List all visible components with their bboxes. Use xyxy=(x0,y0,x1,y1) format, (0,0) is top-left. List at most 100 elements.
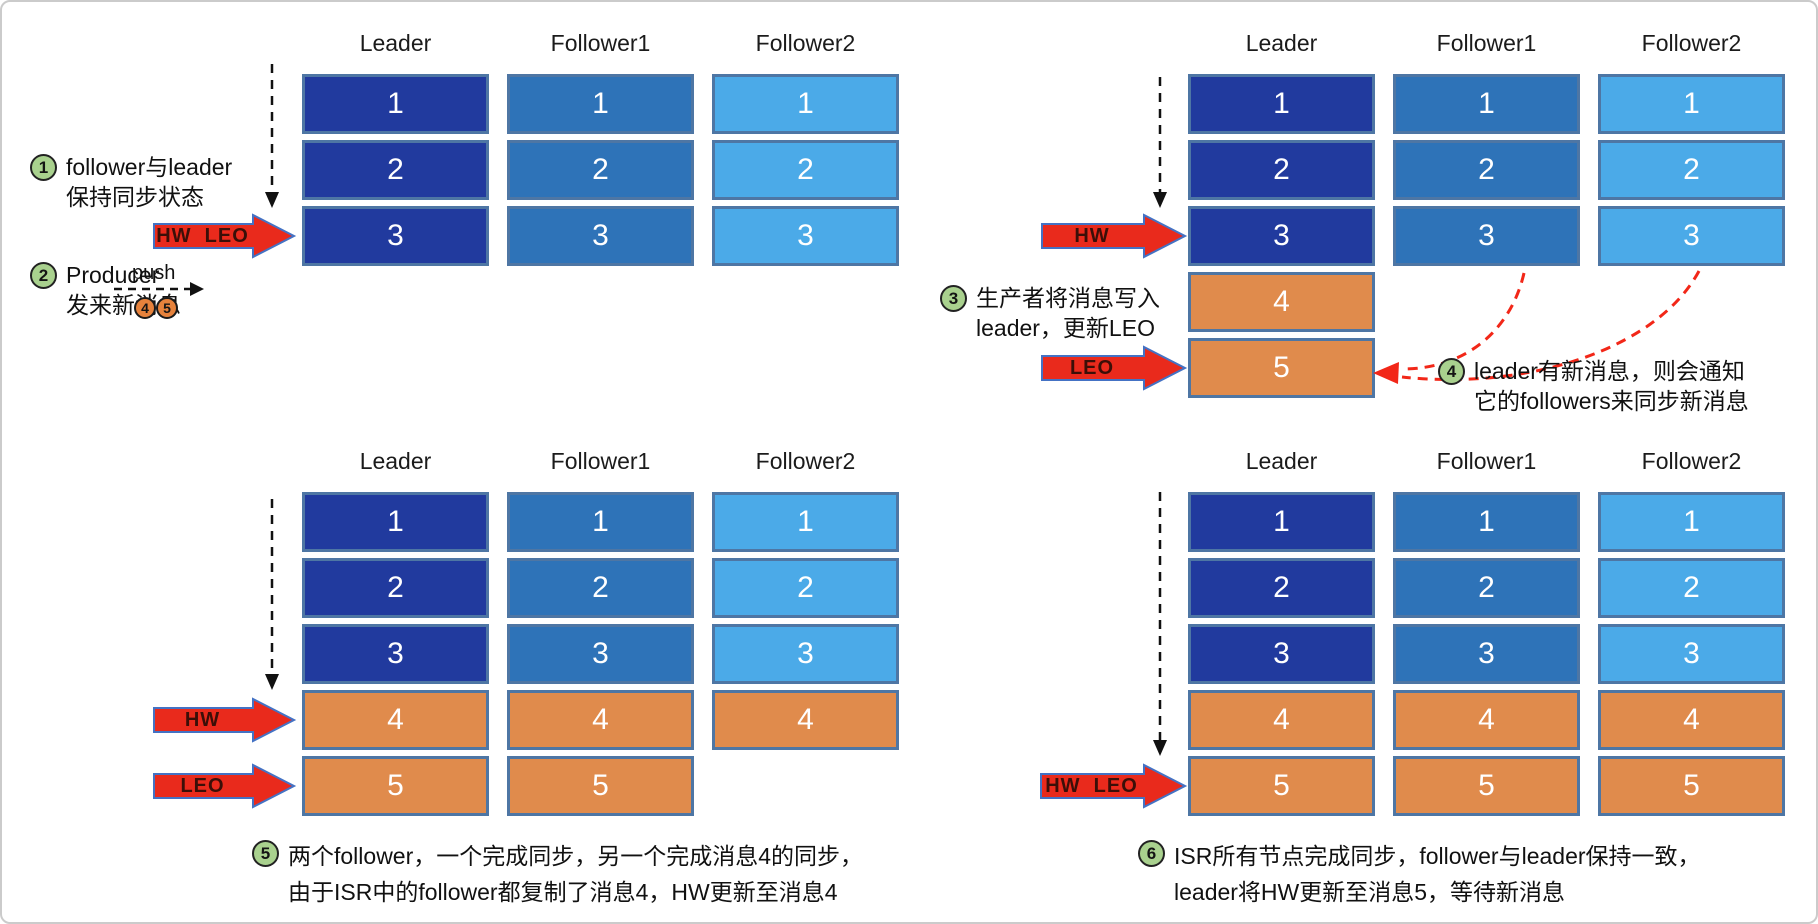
note-line: 两个follower，一个完成同步，另一个完成消息4的同步， xyxy=(288,843,864,869)
step-badge-3: 3 xyxy=(940,285,967,312)
column-header-leader-step-1-2: Leader xyxy=(359,30,432,56)
log-block-step-5-leader-1: 1 xyxy=(302,492,489,552)
log-block-step-6-follower1-4: 4 xyxy=(1393,690,1580,750)
log-block-step-1-2-follower1-1: 1 xyxy=(507,74,694,134)
log-block-step-6-follower1-1: 1 xyxy=(1393,492,1580,552)
hw-leo-pointer-q1: HW LEO xyxy=(152,213,297,259)
red-arrow-shape xyxy=(153,697,297,743)
log-block-step-5-follower2-3: 3 xyxy=(712,624,899,684)
log-block-step-1-2-leader-1: 1 xyxy=(302,74,489,134)
log-block-step-6-leader-5: 5 xyxy=(1188,756,1375,816)
step-badge-5: 5 xyxy=(252,840,279,867)
log-block-step-6-follower2-5: 5 xyxy=(1598,756,1785,816)
note-line: 由于ISR中的follower都复制了消息4，HW更新至消息4 xyxy=(288,879,838,905)
hw-pointer-q3: HW xyxy=(152,697,297,743)
red-arrow-shape xyxy=(1041,213,1188,259)
log-block-step-3-4-leader-4: 4 xyxy=(1188,272,1375,332)
message-badge-5: 5 xyxy=(156,297,178,319)
log-block-step-6-follower1-5: 5 xyxy=(1393,756,1580,816)
log-block-step-6-leader-1: 1 xyxy=(1188,492,1375,552)
log-block-step-5-leader-4: 4 xyxy=(302,690,489,750)
red-arrow-shape xyxy=(1040,763,1188,809)
fetch-curve-arrowhead xyxy=(1373,362,1399,384)
note-line: 生产者将消息写入 xyxy=(976,285,1160,311)
log-block-step-6-leader-3: 3 xyxy=(1188,624,1375,684)
note-line: follower与leader xyxy=(66,154,233,180)
log-block-step-3-4-follower2-3: 3 xyxy=(1598,206,1785,266)
pointer-label: LEO xyxy=(180,774,225,797)
log-block-step-6-leader-4: 4 xyxy=(1188,690,1375,750)
arrowhead-down-q2 xyxy=(1153,192,1167,208)
column-header-follower1-step-1-2: Follower1 xyxy=(550,30,651,56)
column-header-follower2-step-6: Follower2 xyxy=(1641,448,1742,474)
log-block-step-5-follower1-3: 3 xyxy=(507,624,694,684)
push-label: push xyxy=(132,262,176,284)
hw-pointer-q2: HW xyxy=(1040,213,1188,259)
log-block-step-5-leader-2: 2 xyxy=(302,558,489,618)
note-step-1: 1 follower与leader 保持同步状态 xyxy=(30,152,232,212)
step-badge-1: 1 xyxy=(30,154,57,181)
log-block-step-5-follower1-1: 1 xyxy=(507,492,694,552)
column-header-follower2-step-5: Follower2 xyxy=(755,448,856,474)
pointer-label: HW LEO xyxy=(1045,774,1138,797)
arrowhead-down-q4 xyxy=(1153,740,1167,756)
note-line: Producer xyxy=(66,262,160,288)
note-step-4: 4 leader有新消息，则会通知 它的followers来同步新消息 xyxy=(1438,356,1749,416)
note-line: 它的followers来同步新消息 xyxy=(1474,388,1749,414)
log-block-step-3-4-follower2-2: 2 xyxy=(1598,140,1785,200)
log-block-step-5-follower1-2: 2 xyxy=(507,558,694,618)
column-header-follower1-step-5: Follower1 xyxy=(550,448,651,474)
log-block-step-3-4-follower2-1: 1 xyxy=(1598,74,1785,134)
note-line: 保持同步状态 xyxy=(66,184,204,210)
leo-pointer-q3: LEO xyxy=(152,763,297,809)
leo-pointer-q2: LEO xyxy=(1040,345,1188,391)
log-block-step-5-follower2-1: 1 xyxy=(712,492,899,552)
step-badge-2: 2 xyxy=(30,262,57,289)
push-arrowhead xyxy=(190,282,204,296)
note-line: leader，更新LEO xyxy=(976,315,1155,341)
arrowhead-down-q1 xyxy=(265,192,279,208)
note-step-6: 6 ISR所有节点完成同步，follower与leader保持一致， leade… xyxy=(1138,838,1701,910)
message-badge-4: 4 xyxy=(134,297,156,319)
column-header-leader-step-5: Leader xyxy=(359,448,432,474)
log-block-step-3-4-leader-2: 2 xyxy=(1188,140,1375,200)
note-line: leader将HW更新至消息5，等待新消息 xyxy=(1174,879,1566,905)
log-block-step-1-2-follower1-2: 2 xyxy=(507,140,694,200)
log-block-step-6-follower2-2: 2 xyxy=(1598,558,1785,618)
log-block-step-1-2-follower2-1: 1 xyxy=(712,74,899,134)
log-block-step-5-follower1-5: 5 xyxy=(507,756,694,816)
log-block-step-3-4-leader-1: 1 xyxy=(1188,74,1375,134)
red-arrow-shape xyxy=(153,763,297,809)
fetch-curve-follower1 xyxy=(1401,272,1526,371)
log-block-step-3-4-follower1-2: 2 xyxy=(1393,140,1580,200)
log-block-step-6-follower1-3: 3 xyxy=(1393,624,1580,684)
column-header-follower2-step-1-2: Follower2 xyxy=(755,30,856,56)
note-step-3: 3 生产者将消息写入 leader，更新LEO xyxy=(940,283,1160,343)
log-block-step-5-follower2-2: 2 xyxy=(712,558,899,618)
log-block-step-3-4-follower1-3: 3 xyxy=(1393,206,1580,266)
pointer-label: HW xyxy=(184,708,221,731)
column-header-follower1-step-6: Follower1 xyxy=(1436,448,1537,474)
log-block-step-5-follower1-4: 4 xyxy=(507,690,694,750)
pointer-label: HW LEO xyxy=(156,224,249,247)
log-block-step-5-leader-5: 5 xyxy=(302,756,489,816)
note-line: ISR所有节点完成同步，follower与leader保持一致， xyxy=(1174,843,1701,869)
pointer-label: LEO xyxy=(1069,356,1115,379)
log-block-step-3-4-follower1-1: 1 xyxy=(1393,74,1580,134)
log-block-step-5-leader-3: 3 xyxy=(302,624,489,684)
note-step-5: 5 两个follower，一个完成同步，另一个完成消息4的同步， 由于ISR中的… xyxy=(252,838,863,910)
column-header-leader-step-3-4: Leader xyxy=(1245,30,1318,56)
log-block-step-1-2-follower1-3: 3 xyxy=(507,206,694,266)
log-block-step-1-2-leader-3: 3 xyxy=(302,206,489,266)
log-block-step-1-2-follower2-3: 3 xyxy=(712,206,899,266)
column-header-follower2-step-3-4: Follower2 xyxy=(1641,30,1742,56)
log-block-step-3-4-leader-3: 3 xyxy=(1188,206,1375,266)
step-badge-4: 4 xyxy=(1438,358,1465,385)
log-block-step-1-2-follower2-2: 2 xyxy=(712,140,899,200)
pointer-label: HW xyxy=(1074,224,1110,247)
red-arrow-shape xyxy=(153,213,297,259)
log-block-step-5-follower2-4: 4 xyxy=(712,690,899,750)
column-header-leader-step-6: Leader xyxy=(1245,448,1318,474)
log-block-step-6-follower1-2: 2 xyxy=(1393,558,1580,618)
